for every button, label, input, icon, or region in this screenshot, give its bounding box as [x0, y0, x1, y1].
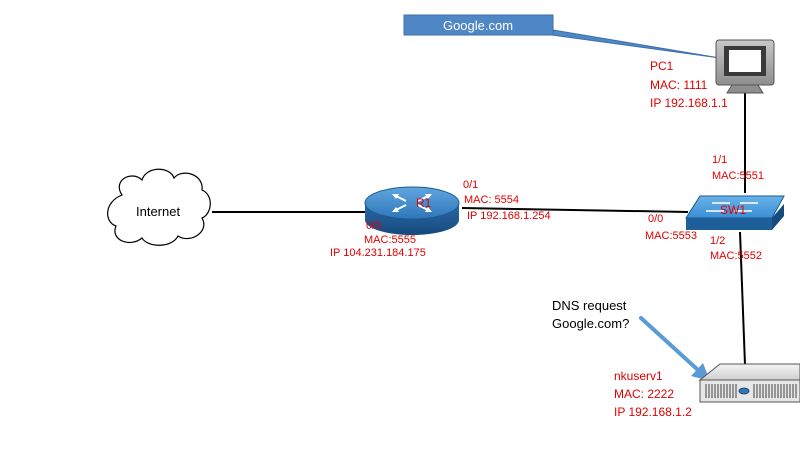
link-switch-server	[739, 231, 746, 366]
router-port-left: 0/0	[366, 220, 381, 232]
internet-label: Internet	[136, 204, 180, 219]
switch-port-server: 1/2	[710, 235, 725, 247]
server-ip: IP 192.168.1.2	[614, 405, 692, 419]
callout-google: Google.com	[403, 14, 721, 59]
server-mac: MAC: 2222	[614, 387, 674, 401]
router-port-left-ip: IP 104.231.184.175	[330, 247, 426, 259]
router-port-right-ip: IP 192.168.1.254	[467, 210, 551, 222]
router-name: R1	[416, 196, 432, 210]
router-port-right: 0/1	[463, 179, 478, 191]
switch-name: SW1	[720, 203, 746, 217]
router-icon	[364, 186, 460, 235]
switch-port-pc-mac: MAC:5551	[712, 170, 764, 182]
pc1-name: PC1	[650, 59, 674, 73]
switch-icon	[685, 195, 785, 230]
pc1-mac: MAC: 1111	[650, 78, 708, 92]
router-port-left-mac: MAC:5555	[364, 234, 416, 246]
dns-request-line2: Google.com?	[552, 316, 629, 331]
dns-request-line1: DNS request	[552, 298, 627, 313]
cloud-icon	[107, 168, 211, 246]
switch-port-router: 0/0	[648, 213, 663, 225]
pc-icon	[715, 39, 775, 94]
link-router-switch	[461, 207, 689, 213]
pc1-ip: IP 192.168.1.1	[650, 96, 728, 110]
switch-port-server-mac: MAC:5552	[710, 250, 762, 262]
switch-port-pc: 1/1	[712, 154, 727, 166]
server-icon	[698, 363, 800, 403]
callout-text: Google.com	[443, 18, 513, 33]
switch-port-router-mac: MAC:5553	[645, 230, 697, 242]
server-name: nkuserv1	[614, 369, 663, 383]
router-port-right-mac: MAC: 5554	[464, 194, 519, 206]
